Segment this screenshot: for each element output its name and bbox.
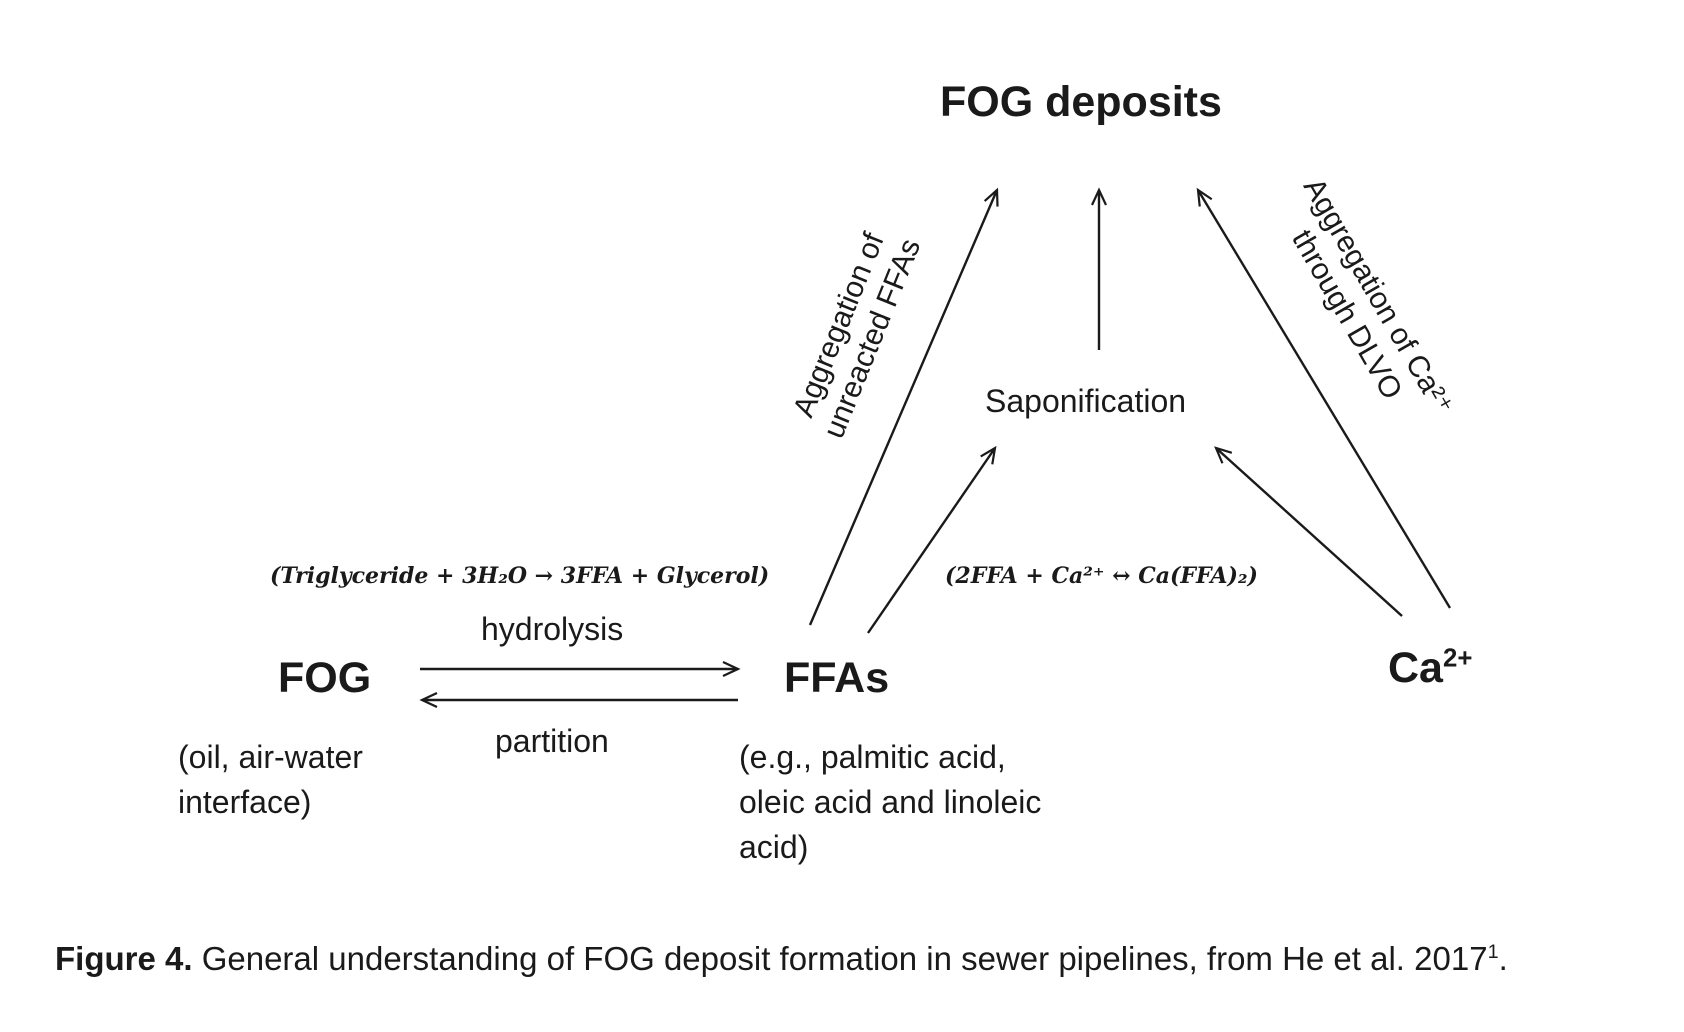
label-partition: partition — [495, 723, 609, 759]
node-fog: FOG — [278, 654, 372, 702]
figure-caption-label: Figure 4. — [55, 940, 193, 977]
arrow-ffas-to-saponification — [867, 445, 997, 634]
node-ca-charge: 2+ — [1442, 644, 1473, 673]
label-hydrolysis-equation: (Triglyceride + 3H₂O → 3FFA + Glycerol) — [270, 563, 770, 589]
node-ffas-description: (e.g., palmitic acid, oleic acid and lin… — [739, 739, 1042, 865]
figure-caption: Figure 4. General understanding of FOG d… — [55, 940, 1508, 978]
node-ca-base: Ca — [1388, 644, 1443, 692]
label-saponification-equation: (2FFA + Ca²⁺ ↔ Ca(FFA)₂) — [945, 563, 1258, 589]
node-saponification: Saponification — [985, 383, 1187, 419]
node-fog-description: (oil, air-water interface) — [178, 739, 363, 820]
node-ffas: FFAs — [784, 654, 890, 702]
arrow-ffas-to-fog-deposits — [808, 187, 999, 626]
figure-caption-ref: 1 — [1487, 941, 1499, 963]
figure-caption-end: . — [1498, 940, 1508, 977]
arrow-ca-to-saponification — [1214, 446, 1403, 617]
figure-caption-text: General understanding of FOG deposit for… — [192, 940, 1488, 977]
arrow-ca-to-fog-deposits — [1196, 187, 1452, 609]
node-ca: Ca2+ — [1388, 644, 1472, 693]
node-fog-deposits: FOG deposits — [940, 78, 1222, 126]
label-hydrolysis: hydrolysis — [481, 611, 624, 647]
